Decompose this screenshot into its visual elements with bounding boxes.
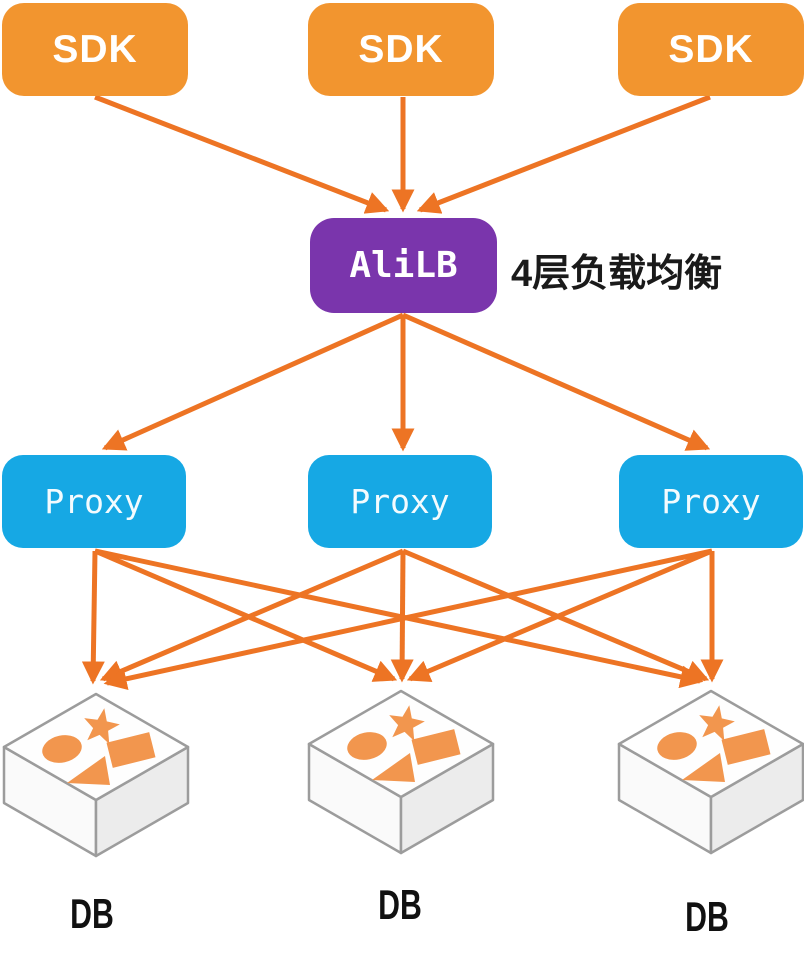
alilb-node-label: AliLB bbox=[349, 245, 458, 286]
proxy-node-2: Proxy bbox=[308, 455, 492, 548]
db-cube-icon-2 bbox=[307, 689, 495, 855]
triangle-icon bbox=[372, 753, 415, 782]
proxy-node-3: Proxy bbox=[619, 455, 803, 548]
star-icon bbox=[699, 705, 735, 742]
ellipse-icon bbox=[42, 735, 82, 763]
sdk-node-1-label: SDK bbox=[52, 27, 138, 71]
rectangle-icon bbox=[411, 729, 461, 765]
arrow-proxy-1-to-db-3 bbox=[94, 548, 704, 689]
ellipse-icon bbox=[657, 732, 697, 760]
star-icon bbox=[84, 708, 120, 745]
db-label-3: DB bbox=[685, 893, 729, 940]
proxy-node-2-label: Proxy bbox=[350, 482, 450, 521]
ellipse-icon bbox=[347, 732, 387, 760]
arrow-proxy-2-to-db-2 bbox=[390, 550, 414, 683]
sdk-node-1: SDK bbox=[2, 3, 188, 96]
db-cube-icon-3 bbox=[617, 689, 804, 855]
arrow-proxy-3-to-db-1 bbox=[103, 548, 713, 691]
arrow-sdk-1-to-alilb bbox=[94, 94, 390, 214]
db-label-2: DB bbox=[378, 881, 422, 928]
arrow-sdk-3-to-alilb bbox=[416, 94, 711, 214]
arrow-proxy-2-to-db-3 bbox=[402, 548, 710, 682]
arrow-proxy-2-to-db-1 bbox=[99, 548, 404, 682]
rectangle-icon bbox=[106, 732, 156, 768]
sdk-node-2: SDK bbox=[308, 3, 494, 96]
sdk-node-3: SDK bbox=[618, 3, 804, 96]
arrow-alilb-to-proxy-1 bbox=[101, 312, 405, 451]
arrow-alilb-to-proxy-3 bbox=[401, 312, 711, 451]
layer4-lb-annotation: 4层负载均衡 bbox=[511, 253, 723, 295]
db-label-1: DB bbox=[70, 890, 114, 937]
sdk-node-2-label: SDK bbox=[358, 27, 444, 71]
arrow-proxy-1-to-db-2 bbox=[94, 548, 398, 682]
rectangle-icon bbox=[721, 729, 771, 765]
alilb-node: AliLB bbox=[310, 218, 497, 313]
sdk-node-3-label: SDK bbox=[668, 27, 754, 71]
proxy-node-3-label: Proxy bbox=[661, 482, 761, 521]
arrow-proxy-3-to-db-2 bbox=[406, 548, 713, 682]
db-cube-icon-1 bbox=[2, 692, 190, 858]
arrow-proxy-1-to-db-1 bbox=[81, 550, 105, 685]
triangle-icon bbox=[682, 753, 725, 782]
proxy-node-1-label: Proxy bbox=[44, 482, 144, 521]
star-icon bbox=[389, 705, 425, 742]
proxy-node-1: Proxy bbox=[2, 455, 186, 548]
triangle-icon bbox=[67, 756, 110, 785]
